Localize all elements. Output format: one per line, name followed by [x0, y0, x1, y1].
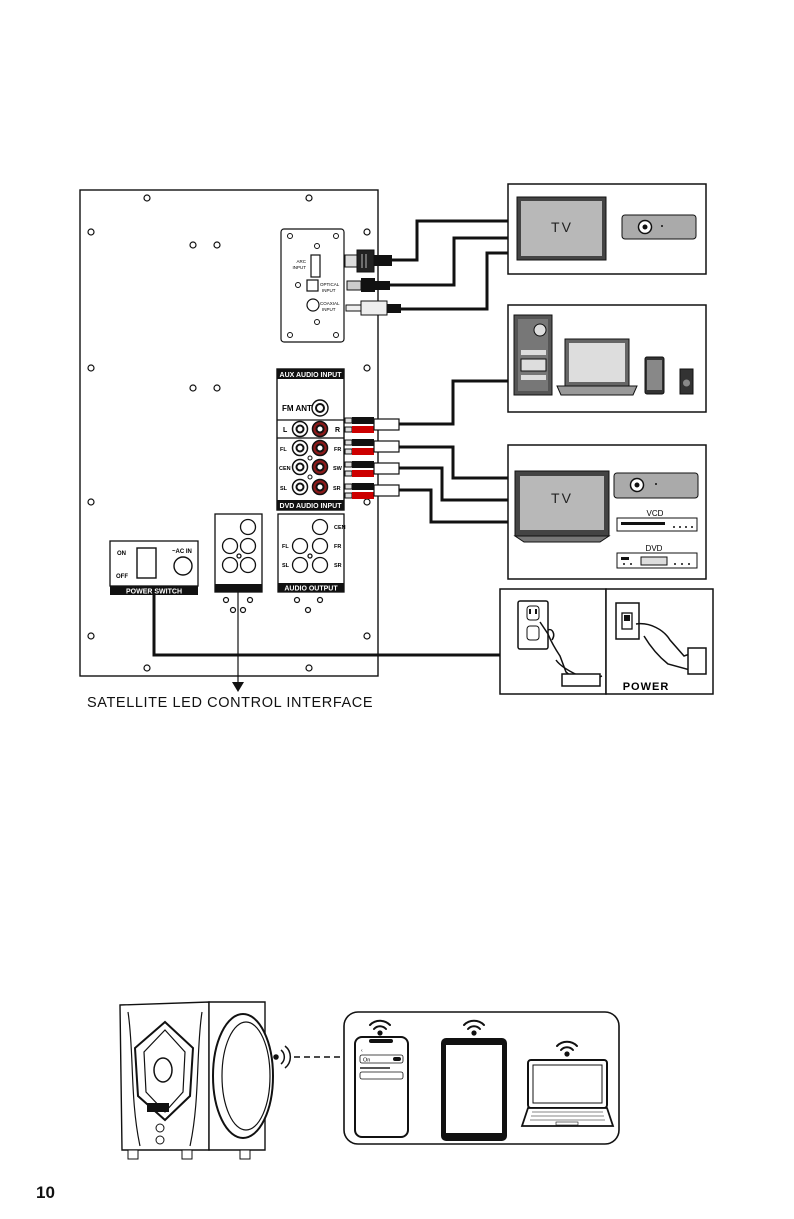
dvd-sw-label: SW: [333, 466, 343, 472]
laptop-bluetooth-icon: [522, 1060, 613, 1126]
fm-ant-label: FM ANT: [282, 404, 312, 413]
out-cen-label: CEN: [334, 525, 346, 531]
tablet-icon: [441, 1038, 507, 1141]
smartphone-bluetooth-icon: ‹ On: [355, 1037, 408, 1137]
dvd-fr-label: FR: [334, 447, 341, 453]
speaker-signal-icon: [274, 1046, 290, 1068]
out-cen-jack[interactable]: [313, 520, 328, 535]
tv-bottom-receiver: [614, 473, 698, 498]
tv-top-receiver: [622, 215, 696, 239]
vcd-label: VCD: [647, 509, 664, 518]
out-sr-label: SR: [334, 563, 342, 569]
power-rocker-switch[interactable]: [137, 548, 156, 578]
satellite-arrow-head: [232, 682, 244, 692]
coaxial-label-line1: COAXIAL: [320, 301, 340, 306]
desktop-tower-icon: [514, 315, 552, 395]
satellite-caption: SATELLITE LED CONTROL INTERFACE: [87, 695, 373, 711]
tv-top-label: TV: [551, 219, 573, 235]
coaxial-port[interactable]: [307, 299, 319, 311]
power-label: POWER: [623, 681, 670, 693]
aux-left-label: L: [283, 427, 288, 434]
optical-port[interactable]: [307, 280, 318, 291]
dvd-sl-label: SL: [280, 486, 288, 492]
tv-bottom-label: TV: [551, 490, 573, 506]
optical-label-line2: INPUT: [322, 288, 336, 293]
music-player-icon: [680, 369, 693, 394]
hdmi-arc-port[interactable]: [311, 255, 320, 277]
dvd-fl-label: FL: [280, 447, 287, 453]
hdmi-label-line1: ARC: [296, 259, 306, 264]
dvd-cen-label: CEN: [279, 466, 291, 472]
connection-diagram: ARC INPUT OPTICAL INPUT COAXIAL INPUT AU…: [0, 0, 794, 720]
audio-output-footer: AUDIO OUTPUT: [284, 586, 338, 593]
out-sr-jack[interactable]: [313, 558, 328, 573]
page-number: 10: [36, 1183, 55, 1203]
hdmi-label-line2: INPUT: [293, 265, 307, 270]
out-fr-label: FR: [334, 544, 341, 550]
out-fr-jack[interactable]: [313, 539, 328, 554]
wireless-diagram: ‹ On: [0, 990, 794, 1180]
out-sl-jack[interactable]: [293, 558, 308, 573]
wall-outlet-icon: [518, 601, 548, 649]
power-off-label: OFF: [116, 574, 128, 580]
out-fl-jack[interactable]: [293, 539, 308, 554]
aux-audio-input-header: AUX AUDIO INPUT: [280, 372, 343, 379]
speaker-illustration: [120, 1002, 273, 1159]
ac-in-label: ~AC IN: [172, 549, 192, 555]
dvd-label: DVD: [646, 544, 663, 553]
ac-in-socket[interactable]: [174, 557, 192, 575]
dvd-sr-label: SR: [333, 486, 341, 492]
phone-bluetooth-toggle-label: On: [363, 1058, 370, 1064]
dvd-audio-input-footer: DVD AUDIO INPUT: [280, 503, 343, 510]
wall-switch-icon: [616, 603, 639, 639]
coaxial-label-line2: INPUT: [322, 307, 336, 312]
out-fl-label: FL: [282, 544, 289, 550]
smartphone-icon: [645, 357, 664, 394]
crt-tv-icon: [515, 471, 609, 542]
power-switch-footer: POWER SWITCH: [126, 589, 182, 596]
power-on-label: ON: [117, 551, 126, 557]
optical-label-line1: OPTICAL: [320, 282, 340, 287]
out-sl-label: SL: [282, 563, 290, 569]
aux-right-label: R: [335, 427, 340, 434]
laptop-icon: [557, 339, 637, 395]
